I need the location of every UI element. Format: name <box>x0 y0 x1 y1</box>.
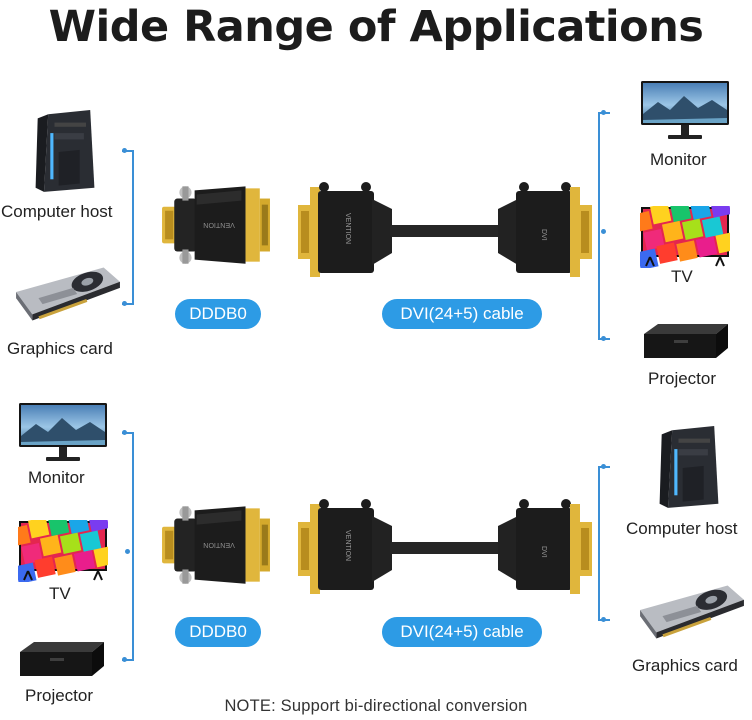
device-label: Monitor <box>28 468 85 487</box>
right-bracket <box>598 112 610 340</box>
note-text: NOTE: Support bi-directional conversion <box>224 697 528 715</box>
dvi-adapter-icon <box>160 178 272 270</box>
monitor-icon <box>640 80 730 142</box>
projector-icon <box>16 636 106 686</box>
device-label: Projector <box>648 369 717 388</box>
right-bracket <box>598 466 610 621</box>
device-label: TV <box>671 267 693 286</box>
device-label: TV <box>49 584 71 603</box>
cable-label: DVI(24+5) cable <box>382 617 542 647</box>
bracket-dot <box>601 110 606 115</box>
bracket-dot <box>122 657 127 662</box>
dvi-adapter-icon <box>160 498 272 590</box>
adapter-label: DDDB0 <box>175 617 261 647</box>
dvi-cable-icon <box>296 177 596 287</box>
left-bracket <box>122 150 134 305</box>
tv-icon <box>640 206 730 268</box>
page-title: Wide Range of Applications <box>48 2 704 52</box>
bracket-dot <box>601 464 606 469</box>
device-label: Graphics card <box>7 339 113 358</box>
device-label: Projector <box>25 686 94 705</box>
adapter-label: DDDB0 <box>175 299 261 329</box>
device-label: Computer host <box>1 202 113 221</box>
device-label: Monitor <box>650 150 707 169</box>
graphics-card-icon <box>636 580 748 644</box>
bracket-dot <box>125 549 130 554</box>
bracket-dot <box>601 336 606 341</box>
device-label: Computer host <box>626 519 738 538</box>
bracket-dot <box>122 148 127 153</box>
left-bracket <box>122 432 134 661</box>
monitor-icon <box>18 402 108 464</box>
cable-label: DVI(24+5) cable <box>382 299 542 329</box>
dvi-cable-icon <box>296 494 596 604</box>
device-label: Graphics card <box>632 656 738 675</box>
bracket-dot <box>601 617 606 622</box>
bracket-dot <box>122 301 127 306</box>
computer-tower-icon <box>654 426 724 510</box>
bracket-dot <box>601 229 606 234</box>
tv-icon <box>18 520 108 582</box>
projector-icon <box>640 318 730 368</box>
graphics-card-icon <box>12 262 124 326</box>
bracket-dot <box>122 430 127 435</box>
computer-tower-icon <box>30 110 100 194</box>
